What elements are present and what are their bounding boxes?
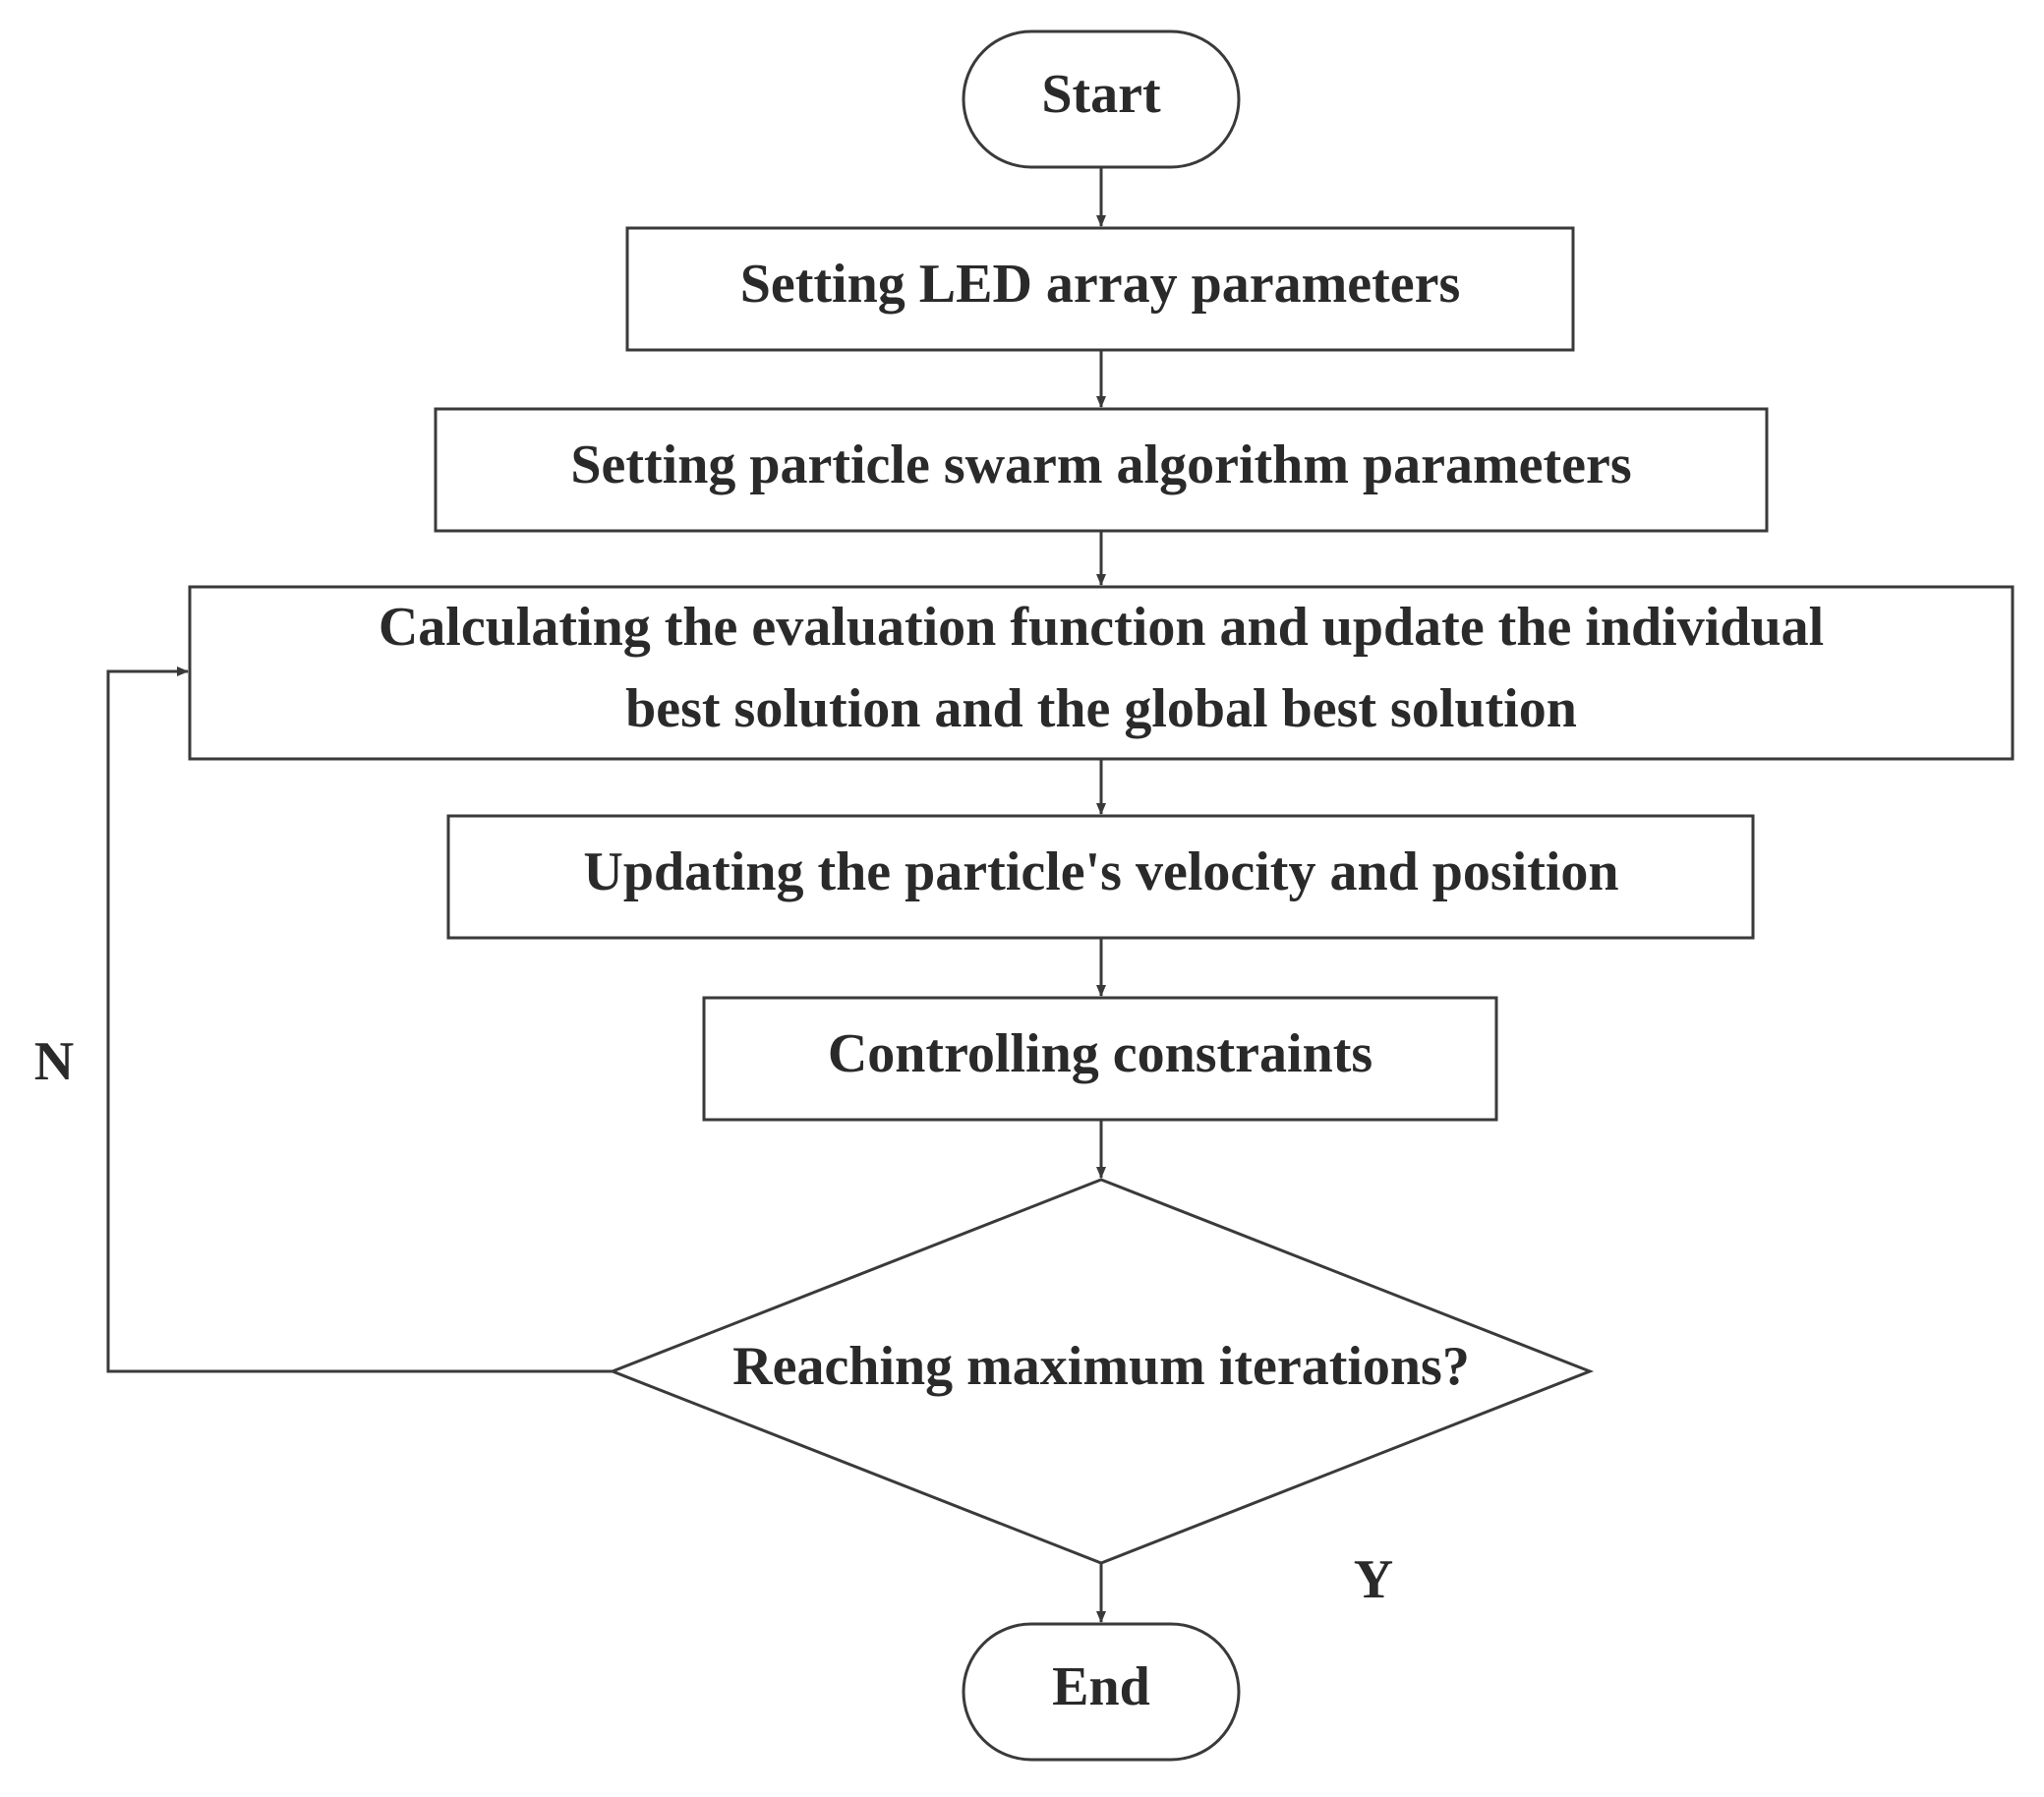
start-node: Start [962, 29, 1241, 169]
no-branch-label: N [34, 1031, 74, 1092]
update-label: Updating the particle's velocity and pos… [583, 841, 1618, 902]
yes-branch-label: Y [1354, 1549, 1393, 1610]
pso-params-node: Setting particle swarm algorithm paramet… [434, 407, 1769, 533]
decision-label: Reaching maximum iterations? [732, 1336, 1470, 1397]
end-label: End [1052, 1656, 1150, 1717]
pso-params-label: Setting particle swarm algorithm paramet… [570, 435, 1631, 495]
decision-node: Reaching maximum iterations? [608, 1178, 1595, 1565]
start-label: Start [1041, 64, 1161, 125]
evaluate-label-line2: best solution and the global best soluti… [625, 678, 1577, 739]
arrow-no-loop-back [106, 667, 613, 1373]
end-node: End [962, 1622, 1241, 1762]
evaluate-node: Calculating the evaluation function and … [188, 585, 2015, 761]
led-params-node: Setting LED array parameters [625, 226, 1575, 352]
evaluate-label-line1: Calculating the evaluation function and … [379, 597, 1824, 658]
constraints-node: Controlling constraints [702, 996, 1498, 1122]
update-node: Updating the particle's velocity and pos… [446, 814, 1755, 940]
constraints-label: Controlling constraints [828, 1023, 1372, 1084]
led-params-label: Setting LED array parameters [740, 254, 1461, 315]
